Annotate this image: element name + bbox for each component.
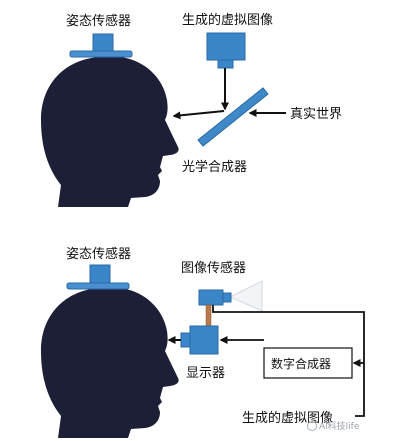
digital-combiner-label: 数字合成器 (271, 356, 331, 371)
optical-combiner-label: 光学合成器 (182, 159, 247, 175)
real-world-label: 真实世界 (290, 107, 342, 122)
head-silhouette (41, 56, 179, 207)
watermark-text: Al科技life (319, 420, 360, 432)
pose-sensor-label-2: 姿态传感器 (66, 246, 131, 262)
image-sensor-device (198, 289, 232, 306)
optical-combiner (197, 87, 269, 147)
display-device (180, 325, 219, 355)
projector-device (206, 32, 246, 69)
watermark: Al科技life (307, 420, 360, 432)
optical-see-through-diagram: 姿态传感器 生成的虚拟图像 真实世界 光学合成器 (41, 12, 342, 207)
digital-combiner-box (263, 347, 353, 379)
pose-sensor-label: 姿态传感器 (66, 13, 131, 29)
pose-sensor-device (69, 33, 133, 58)
eye-arrow (172, 110, 225, 120)
display-label: 显示器 (186, 366, 225, 381)
pose-sensor-device-2 (66, 264, 130, 290)
camera-field-of-view (228, 280, 263, 312)
video-see-through-diagram: 姿态传感器 图像传感器 显示器 数字合成器 (41, 246, 365, 438)
image-sensor-label: 图像传感器 (181, 260, 246, 276)
camera-display-connector (205, 304, 212, 328)
generated-image-label: 生成的虚拟图像 (182, 12, 273, 28)
camera-wire (212, 305, 365, 417)
head-silhouette-2 (41, 287, 179, 438)
